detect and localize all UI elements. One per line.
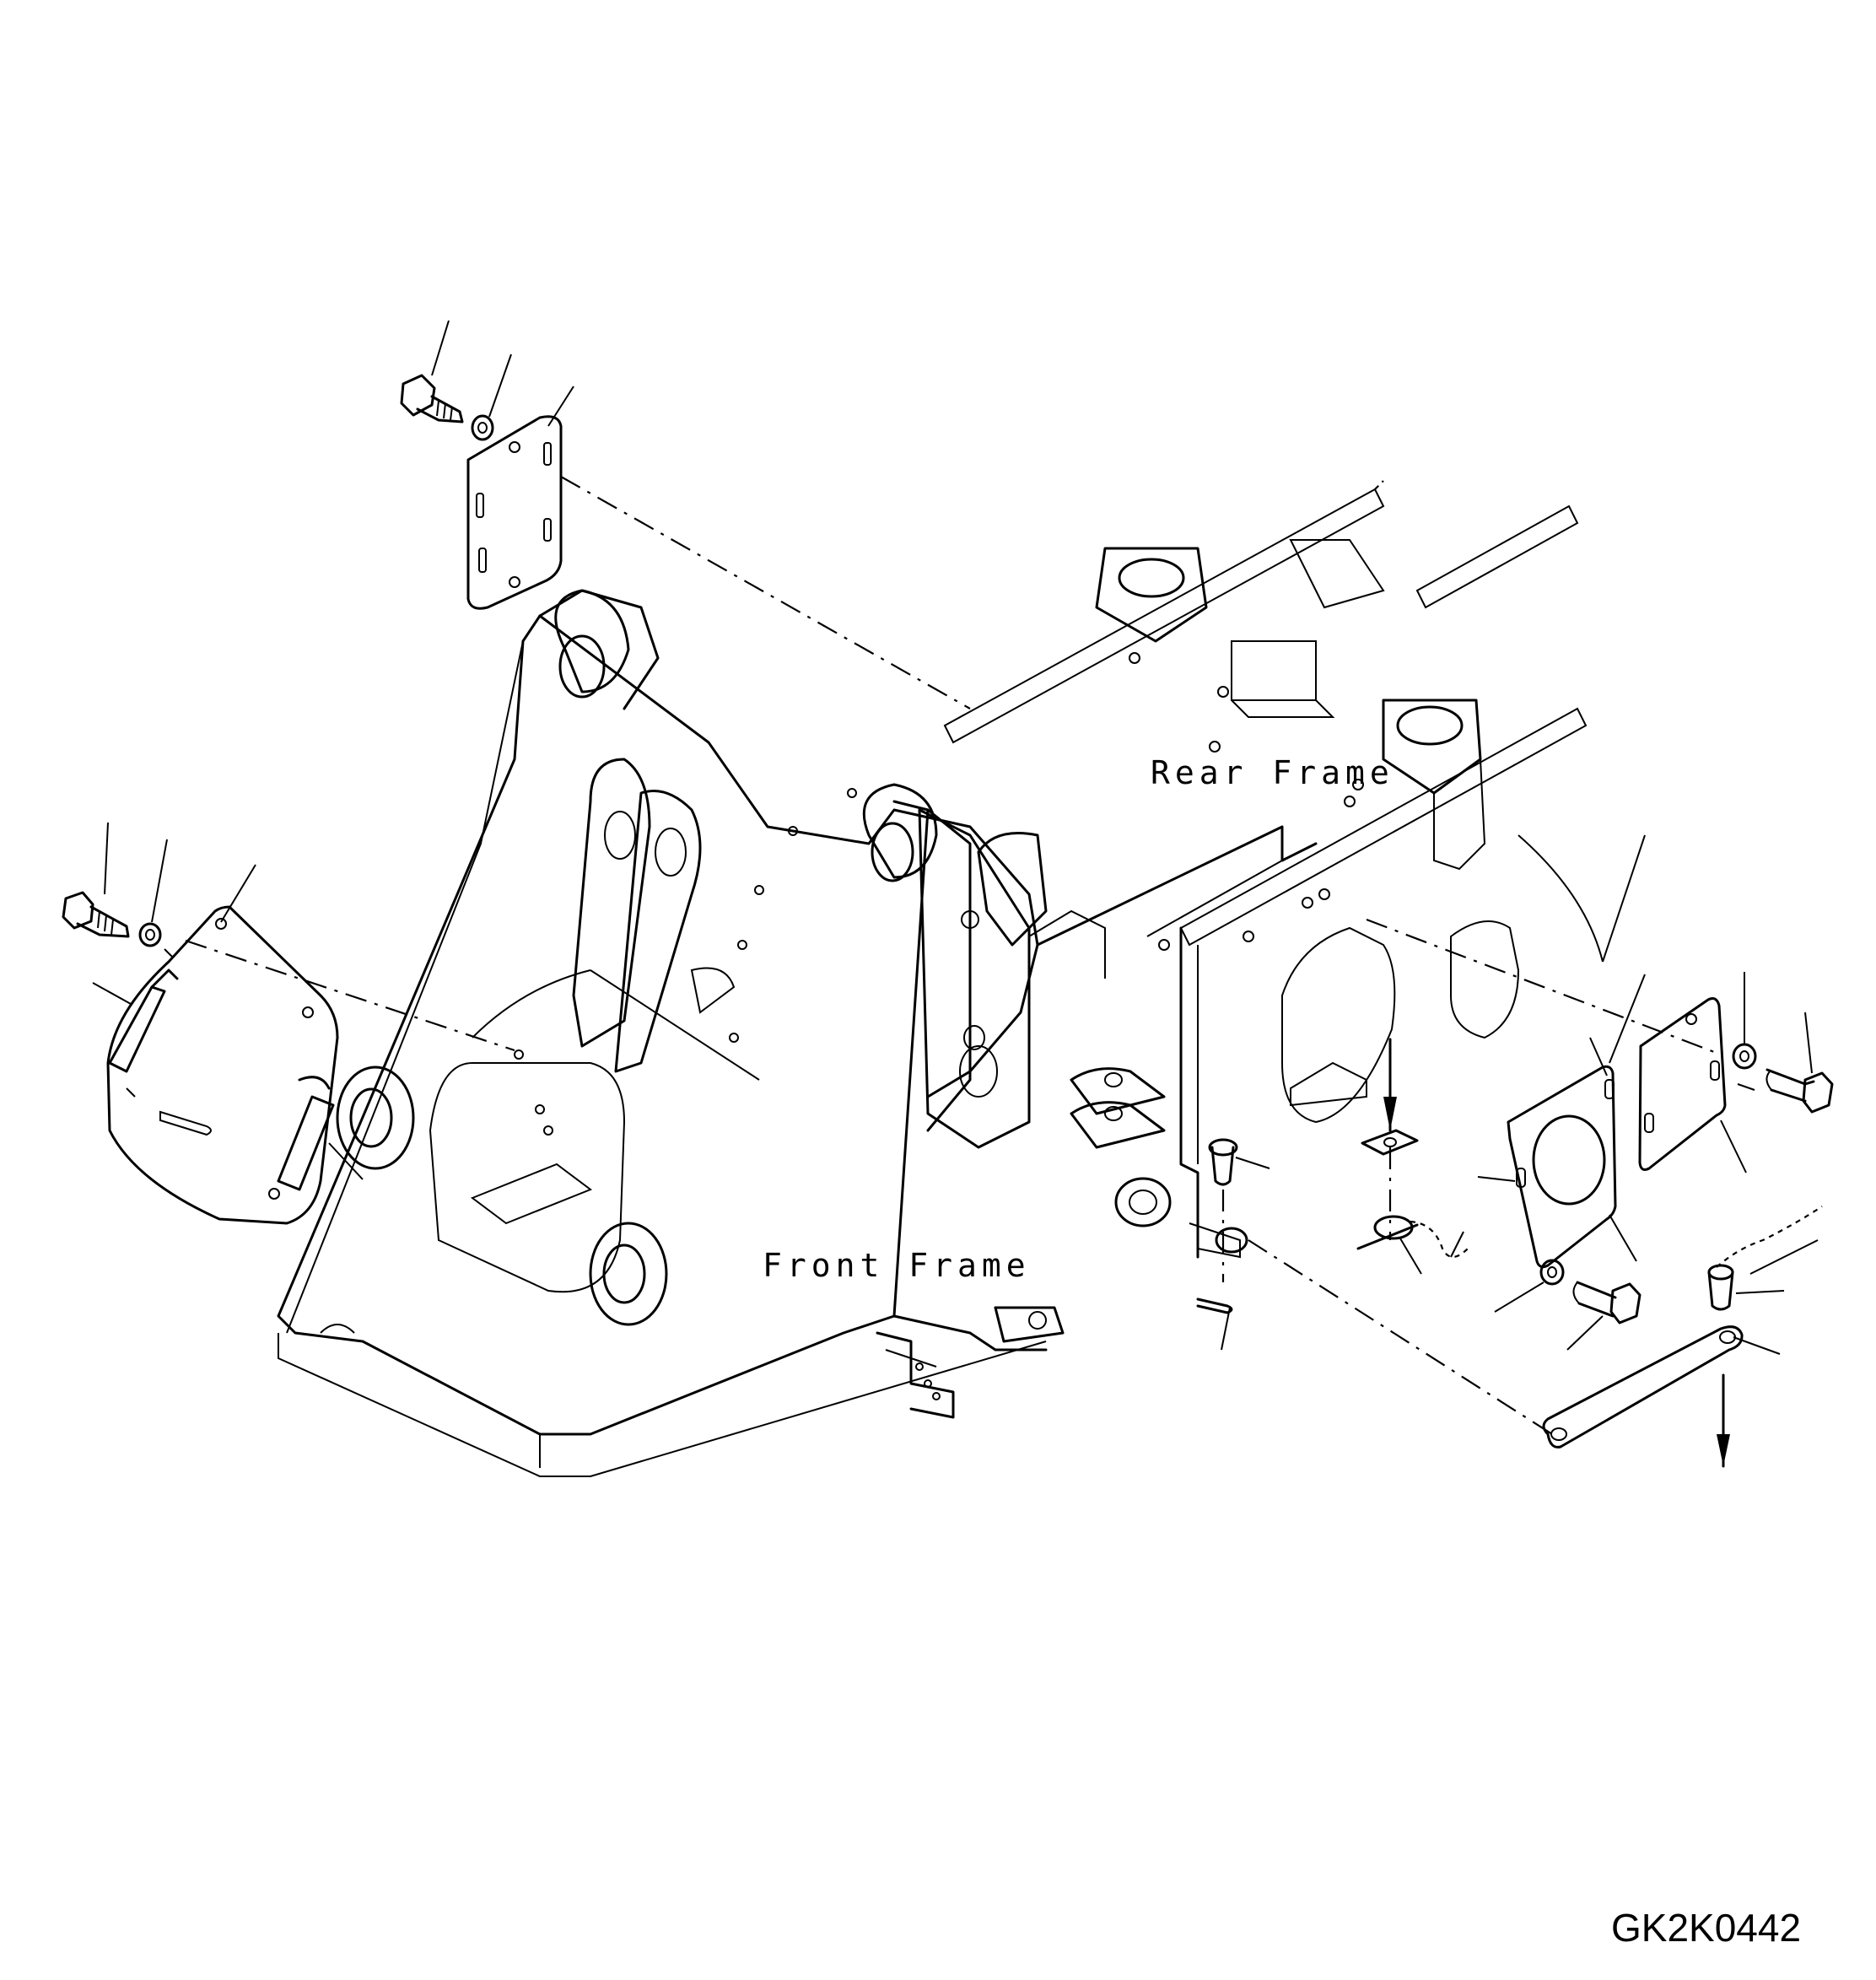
right-bolt-lower — [1572, 1281, 1642, 1324]
lock-pin-center — [1208, 1138, 1238, 1186]
top-cover-plate — [466, 415, 563, 610]
left-cover-plate — [106, 905, 339, 1225]
pin-plate — [1361, 1129, 1419, 1156]
lock-pin-right — [1707, 1206, 1823, 1311]
left-bolt — [62, 891, 130, 938]
rear-frame — [943, 480, 1646, 1259]
split-pin — [1196, 1298, 1233, 1314]
leader-lines — [92, 320, 1819, 1355]
top-washer — [471, 414, 494, 441]
drawing-code: GK2K0442 — [1611, 1906, 1802, 1950]
right-bolt-upper — [1765, 1068, 1834, 1114]
right-cover-plate-small — [1638, 997, 1727, 1171]
top-bolt — [400, 374, 464, 424]
rear-frame-label: Rear Frame — [1151, 754, 1394, 791]
arrow-down-center — [1383, 1038, 1397, 1132]
arrow-down-right — [1717, 1373, 1730, 1468]
right-washer-lower — [1539, 1259, 1565, 1286]
snap-pin — [1356, 1215, 1469, 1259]
front-frame-label: Front Frame — [763, 1247, 1031, 1284]
right-cover-plate-large — [1507, 1065, 1617, 1269]
alignment-lines — [185, 476, 1722, 1435]
front-frame — [277, 589, 1248, 1477]
left-washer — [138, 922, 162, 947]
right-washer-upper — [1732, 1043, 1757, 1070]
